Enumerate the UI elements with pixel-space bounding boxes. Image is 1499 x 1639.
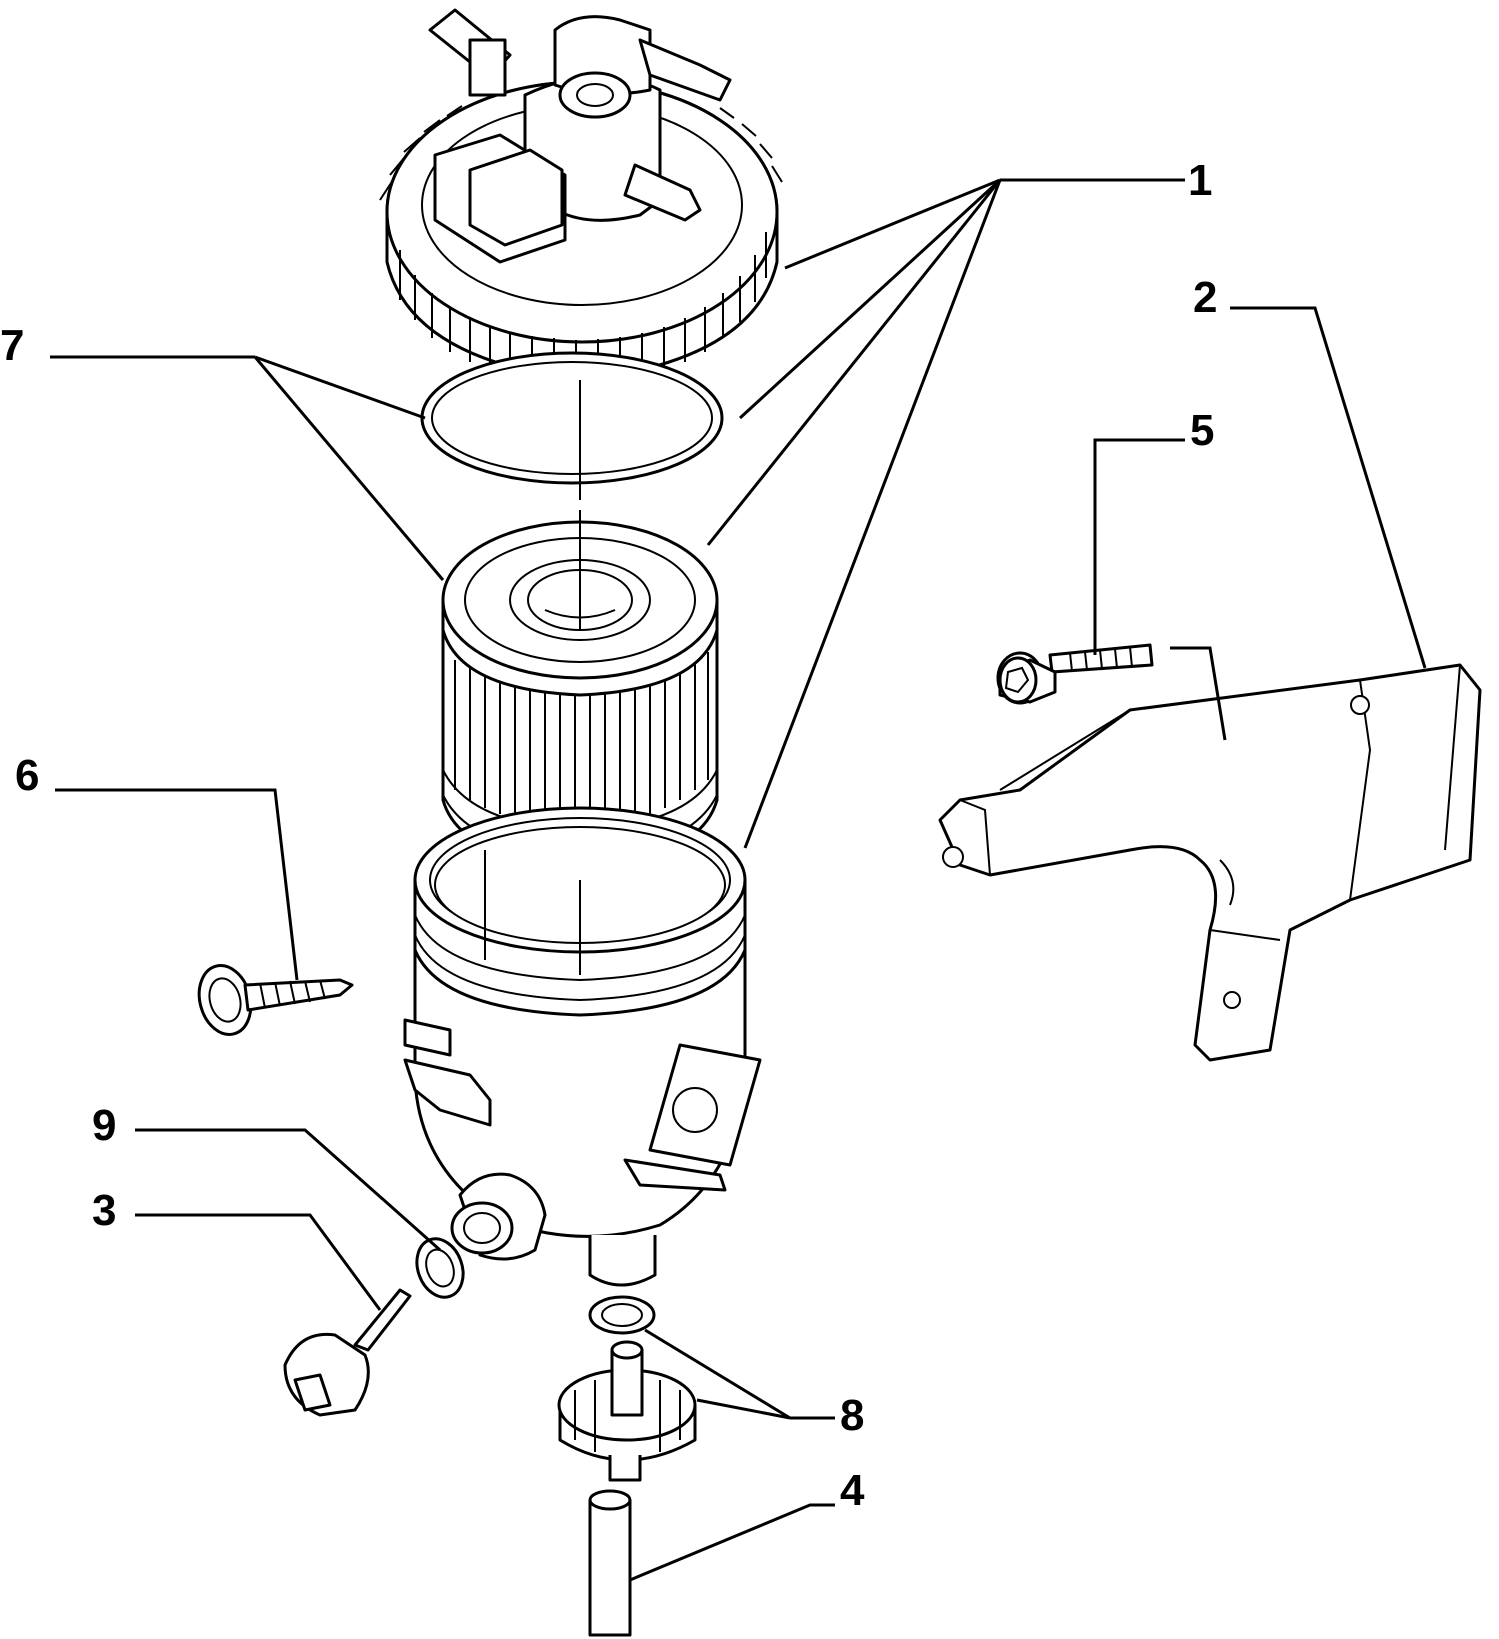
callout-8: 8	[840, 1391, 864, 1440]
callout-1: 1	[1188, 156, 1212, 205]
filter-head-with-ring-nut	[379, 8, 783, 382]
sealing-washer-9	[415, 1237, 465, 1299]
filter-cartridge	[441, 520, 719, 867]
self-tapping-screw-6	[197, 964, 354, 1036]
o-ring-upper	[420, 351, 724, 485]
leader-lines	[50, 178, 1427, 1582]
callout-9: 9	[92, 1101, 116, 1150]
callout-3: 3	[92, 1186, 116, 1235]
callout-2: 2	[1193, 273, 1217, 322]
drain-cap-8	[557, 1340, 697, 1482]
callout-6: 6	[15, 751, 39, 800]
callout-labels: 1 2 3 4 5 6 7 8 9	[0, 156, 1217, 1515]
hose-4	[588, 1489, 632, 1637]
callout-5: 5	[1190, 406, 1214, 455]
filter-bowl-housing	[403, 806, 762, 1287]
mounting-bracket-2	[938, 663, 1482, 1062]
callout-7: 7	[0, 321, 24, 370]
cap-screw-5	[996, 643, 1154, 705]
water-sensor-3	[283, 1288, 412, 1417]
callout-4: 4	[840, 1466, 865, 1515]
drain-o-ring-8	[588, 1295, 656, 1335]
